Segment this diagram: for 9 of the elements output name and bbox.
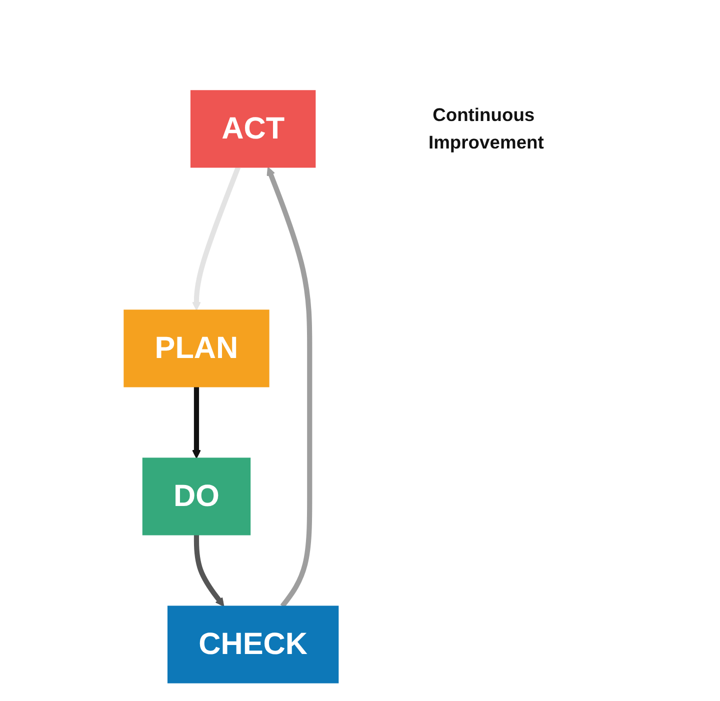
node-box: DO xyxy=(142,457,251,535)
node-box: PLAN xyxy=(124,309,270,387)
arrow xyxy=(266,166,312,608)
arrow xyxy=(192,166,240,310)
node-text: Continuous Improvement xyxy=(428,104,544,152)
arrow xyxy=(192,386,201,458)
node-box: ACT xyxy=(190,90,316,168)
node-box: CHECK xyxy=(167,605,339,683)
arrow xyxy=(194,534,224,606)
